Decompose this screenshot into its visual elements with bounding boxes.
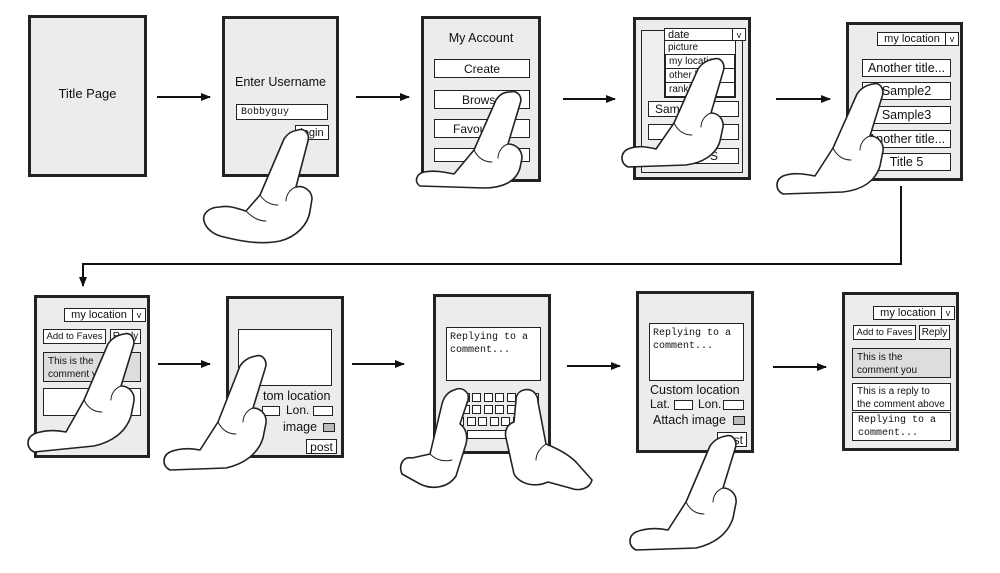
reply-textbox[interactable]: Replying to a comment... bbox=[446, 327, 541, 381]
add-to-faves-button[interactable]: Add to Faves bbox=[853, 325, 916, 340]
username-input[interactable]: Bobbyguy bbox=[236, 104, 328, 120]
pointing-hand-icon bbox=[163, 354, 267, 471]
account-create-button[interactable]: Create bbox=[434, 59, 530, 78]
post-button[interactable]: post bbox=[306, 439, 337, 454]
screen-login: Enter Username Bobbyguy login bbox=[222, 16, 339, 177]
keyboard-key[interactable] bbox=[495, 393, 504, 402]
reply-textbox[interactable]: Replying to a comment... bbox=[649, 323, 744, 381]
keyboard-key[interactable] bbox=[495, 405, 504, 414]
sort-dropdown-value: date bbox=[668, 28, 690, 41]
result-item-3[interactable]: Sample3 bbox=[862, 106, 951, 124]
keyboard-key[interactable] bbox=[472, 405, 481, 414]
location-dropdown-value: my location bbox=[880, 307, 936, 319]
screen-title-page: Title Page bbox=[28, 15, 147, 177]
reply-button[interactable]: Reply bbox=[919, 325, 950, 340]
screen-compose-filled: Replying to a comment... Custom location… bbox=[636, 291, 754, 453]
chevron-down-icon[interactable]: v bbox=[132, 309, 145, 321]
lat-label: Lat. bbox=[650, 397, 671, 411]
sort-option-picture[interactable]: picture bbox=[668, 42, 699, 53]
chevron-down-icon[interactable]: v bbox=[941, 307, 954, 319]
lat-input[interactable] bbox=[674, 400, 693, 410]
pointing-hand-icon bbox=[621, 57, 725, 168]
reply-card[interactable]: This is a reply to the comment above bbox=[852, 383, 951, 411]
login-prompt: Enter Username bbox=[234, 75, 326, 89]
typing-hands-icon bbox=[399, 387, 593, 491]
pointing-hand-icon bbox=[629, 434, 737, 551]
keyboard-key[interactable] bbox=[489, 417, 499, 426]
lon-input[interactable] bbox=[313, 406, 333, 416]
location-dropdown[interactable]: my location v bbox=[873, 306, 955, 320]
attach-image-checkbox[interactable] bbox=[323, 423, 335, 432]
keyboard-key[interactable] bbox=[483, 405, 493, 414]
add-to-faves-button[interactable]: Add to Faves bbox=[43, 329, 106, 344]
flow-arrow-wrap bbox=[79, 186, 902, 287]
lon-input[interactable] bbox=[723, 400, 744, 410]
attach-image-label: image bbox=[283, 420, 318, 434]
keyboard-key[interactable] bbox=[506, 393, 516, 402]
screen-results: my location v Another title... Sample2 S… bbox=[846, 22, 963, 181]
result-item-4[interactable]: Another title... bbox=[862, 130, 951, 148]
chevron-down-icon[interactable]: v bbox=[945, 33, 958, 45]
pointing-hand-icon bbox=[415, 90, 523, 189]
keyboard-key[interactable] bbox=[466, 417, 476, 426]
result-item-1[interactable]: Another title... bbox=[862, 59, 951, 77]
location-dropdown[interactable]: my location v bbox=[64, 308, 146, 322]
lon-label: Lon. bbox=[698, 397, 722, 411]
comment-card[interactable]: This is the comment you clicked on bbox=[852, 348, 951, 378]
keyboard-key[interactable] bbox=[472, 393, 481, 402]
lon-label: Lon. bbox=[286, 403, 310, 417]
account-heading: My Account bbox=[448, 31, 514, 45]
custom-location-label: tom location bbox=[263, 389, 331, 403]
screen-final: my location v Add to Faves Reply This is… bbox=[842, 292, 959, 451]
pointing-hand-icon bbox=[776, 82, 884, 195]
new-reply-card[interactable]: Replying to a comment... bbox=[852, 412, 951, 441]
attach-image-label: Attach image bbox=[653, 413, 726, 427]
pointing-hand-icon bbox=[202, 128, 313, 244]
keyboard-key[interactable] bbox=[478, 417, 487, 426]
keyboard-key[interactable] bbox=[483, 393, 493, 402]
attach-image-checkbox[interactable] bbox=[733, 416, 745, 425]
title-page-label: Title Page bbox=[58, 86, 117, 101]
location-dropdown-value: my location bbox=[71, 309, 127, 321]
chevron-down-icon[interactable]: v bbox=[732, 29, 745, 40]
sort-dropdown[interactable]: date v bbox=[664, 28, 746, 41]
custom-location-label: Custom location bbox=[650, 383, 740, 397]
pointing-hand-icon bbox=[27, 332, 135, 453]
location-dropdown-value: my location bbox=[884, 33, 940, 45]
location-dropdown[interactable]: my location v bbox=[877, 32, 959, 46]
keyboard-key[interactable] bbox=[501, 417, 510, 426]
result-item-2[interactable]: Sample2 bbox=[862, 82, 951, 100]
